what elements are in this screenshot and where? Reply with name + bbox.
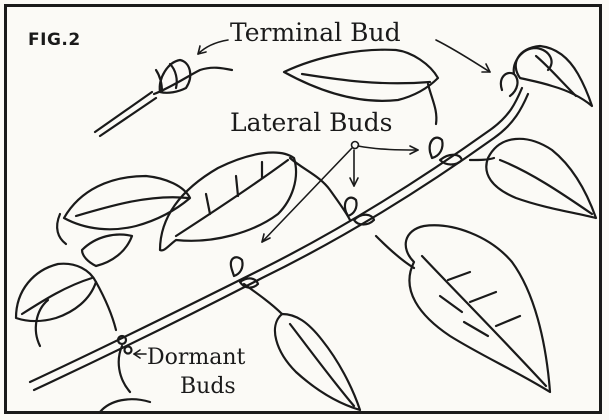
lateral-buds-label: Lateral Buds [230,110,392,135]
terminal-bud-label: Terminal Bud [230,20,401,45]
bottom-left-leaf [16,264,116,346]
figure-number: FIG.2 [28,30,81,50]
dormant-buds-pointer [134,350,146,358]
center-left-leaf [160,153,350,251]
right-leaf [470,139,596,218]
dormant-buds-label-line1: Dormant [147,347,245,369]
dormant-buds-label-line2: Buds [180,376,236,398]
detached-twig [95,60,232,136]
lower-right-leaf [376,225,550,392]
bottom-center-leaf [244,284,360,410]
left-leaf-cluster [57,176,190,266]
terminal-bud [501,48,552,96]
